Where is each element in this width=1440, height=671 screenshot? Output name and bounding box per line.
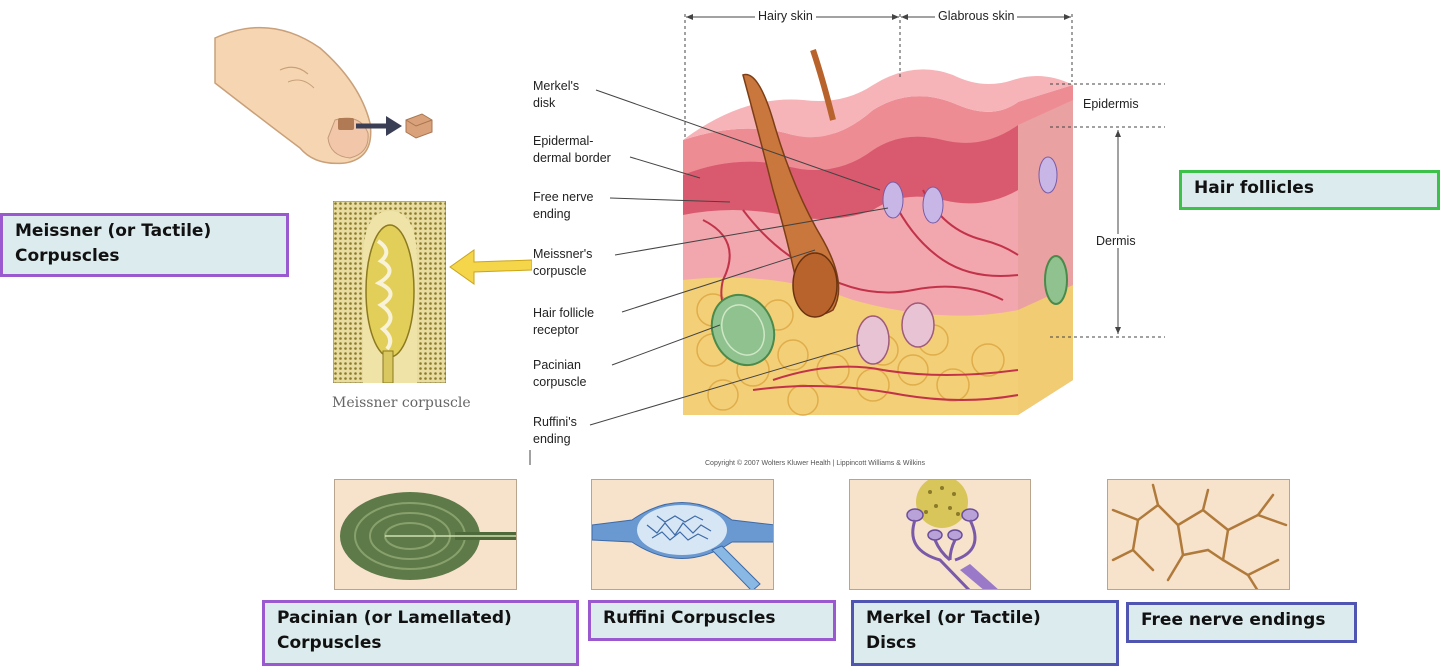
meissner-corpuscle-image bbox=[333, 201, 446, 383]
dermis-label: Dermis bbox=[1093, 234, 1139, 248]
label-epidermal-border: Epidermal-dermal border bbox=[533, 134, 611, 165]
ruffini-corpuscle-image bbox=[591, 479, 774, 590]
pacinian-corpuscle-image bbox=[334, 479, 517, 590]
finger-illustration bbox=[210, 8, 450, 168]
glabrous-skin-label: Glabrous skin bbox=[935, 9, 1018, 23]
callout-merkel: Merkel (or Tactile)Discs bbox=[851, 600, 1119, 666]
callout-free-nerve-endings: Free nerve endings bbox=[1126, 602, 1357, 643]
merkel-disc-image bbox=[849, 479, 1031, 590]
yellow-arrow-icon bbox=[448, 246, 532, 288]
callout-meissner: Meissner (or Tactile)Corpuscles bbox=[0, 213, 289, 277]
epidermis-label: Epidermis bbox=[1080, 97, 1142, 111]
callout-hair-follicles: Hair follicles bbox=[1179, 170, 1440, 210]
free-nerve-endings-image bbox=[1107, 479, 1290, 590]
callout-ruffini: Ruffini Corpuscles bbox=[588, 600, 836, 641]
skin-cross-section bbox=[683, 40, 1083, 420]
hairy-skin-label: Hairy skin bbox=[755, 9, 816, 23]
callout-pacinian: Pacinian (or Lamellated)Corpuscles bbox=[262, 600, 579, 666]
copyright-text: Copyright © 2007 Wolters Kluwer Health |… bbox=[705, 460, 926, 467]
meissner-caption: Meissner corpuscle bbox=[332, 395, 471, 411]
